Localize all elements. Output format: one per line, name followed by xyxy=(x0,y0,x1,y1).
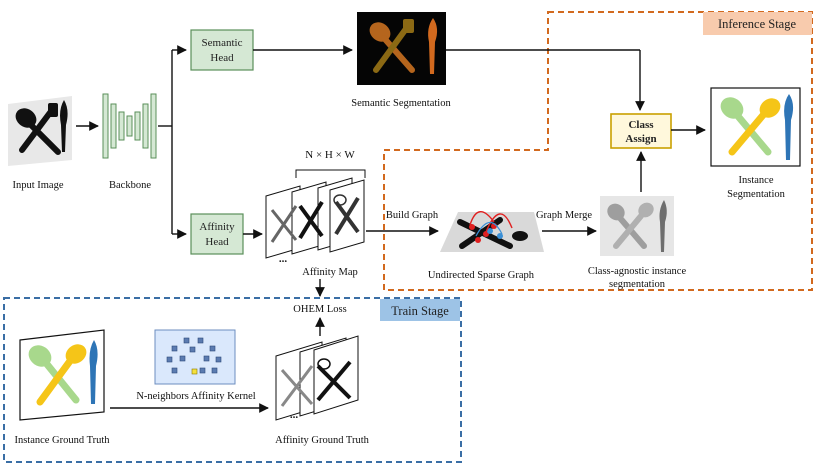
instance-segmentation-label-line2: Segmentation xyxy=(727,189,785,200)
class-assign-label-line1: Class xyxy=(628,119,654,131)
class-agnostic-label-line1: Class-agnostic instance xyxy=(588,266,687,277)
graph-merge-label: Graph Merge xyxy=(536,210,592,221)
instance-ground-truth-image xyxy=(19,329,105,421)
affinity-ground-truth-label: Affinity Ground Truth xyxy=(275,435,369,446)
nhw-bracket xyxy=(295,169,366,178)
class-agnostic-label-line2: segmentation xyxy=(609,279,666,290)
ohem-loss-label: OHEM Loss xyxy=(293,304,346,315)
undirected-sparse-graph-image xyxy=(440,211,544,252)
class-assign-label-line2: Assign xyxy=(625,133,656,145)
input-image xyxy=(8,96,72,166)
inference-stage-label: Inference Stage xyxy=(718,17,797,31)
train-stage-tag: Train Stage xyxy=(380,299,460,321)
instance-segmentation-image xyxy=(710,87,801,167)
affinity-head-box: Affinity Head xyxy=(190,213,244,255)
affinity-gt-ellipsis: ... xyxy=(290,409,299,421)
affinity-ground-truth-stack xyxy=(275,335,359,421)
instance-ground-truth-label: Instance Ground Truth xyxy=(14,435,110,446)
class-assign-box: Class Assign xyxy=(610,113,672,149)
backbone-label: Backbone xyxy=(109,180,151,191)
undirected-sparse-graph-label: Undirected Sparse Graph xyxy=(428,270,535,281)
semantic-head-label-line2: Head xyxy=(210,52,234,64)
build-graph-label: Build Graph xyxy=(386,210,439,221)
class-agnostic-segmentation-image xyxy=(600,196,674,256)
semantic-segmentation-label: Semantic Segmentation xyxy=(351,98,451,109)
backbone-split-connectors xyxy=(158,45,187,239)
affinity-map-stack xyxy=(265,177,365,259)
nhw-label: N × H × W xyxy=(305,149,355,161)
inference-stage-tag: Inference Stage xyxy=(703,12,812,35)
affinity-head-label-line1: Affinity xyxy=(199,221,235,233)
backbone-block xyxy=(102,93,157,159)
input-image-label: Input Image xyxy=(12,180,63,191)
affinity-map-label: Affinity Map xyxy=(302,267,358,278)
instance-segmentation-label-line1: Instance xyxy=(739,175,774,186)
semantic-head-label-line1: Semantic xyxy=(202,37,243,49)
arrow-semantic-to-class-assign xyxy=(446,49,645,111)
semantic-segmentation-image xyxy=(357,12,446,85)
semantic-head-box: Semantic Head xyxy=(190,29,254,71)
affinity-head-label-line2: Head xyxy=(205,236,229,248)
affinity-map-ellipsis: ... xyxy=(279,253,288,265)
n-neighbors-kernel-label: N-neighbors Affinity Kernel xyxy=(136,391,255,402)
n-neighbors-kernel-image xyxy=(154,329,236,385)
train-stage-label: Train Stage xyxy=(391,304,449,318)
train-stage-border xyxy=(3,297,462,463)
